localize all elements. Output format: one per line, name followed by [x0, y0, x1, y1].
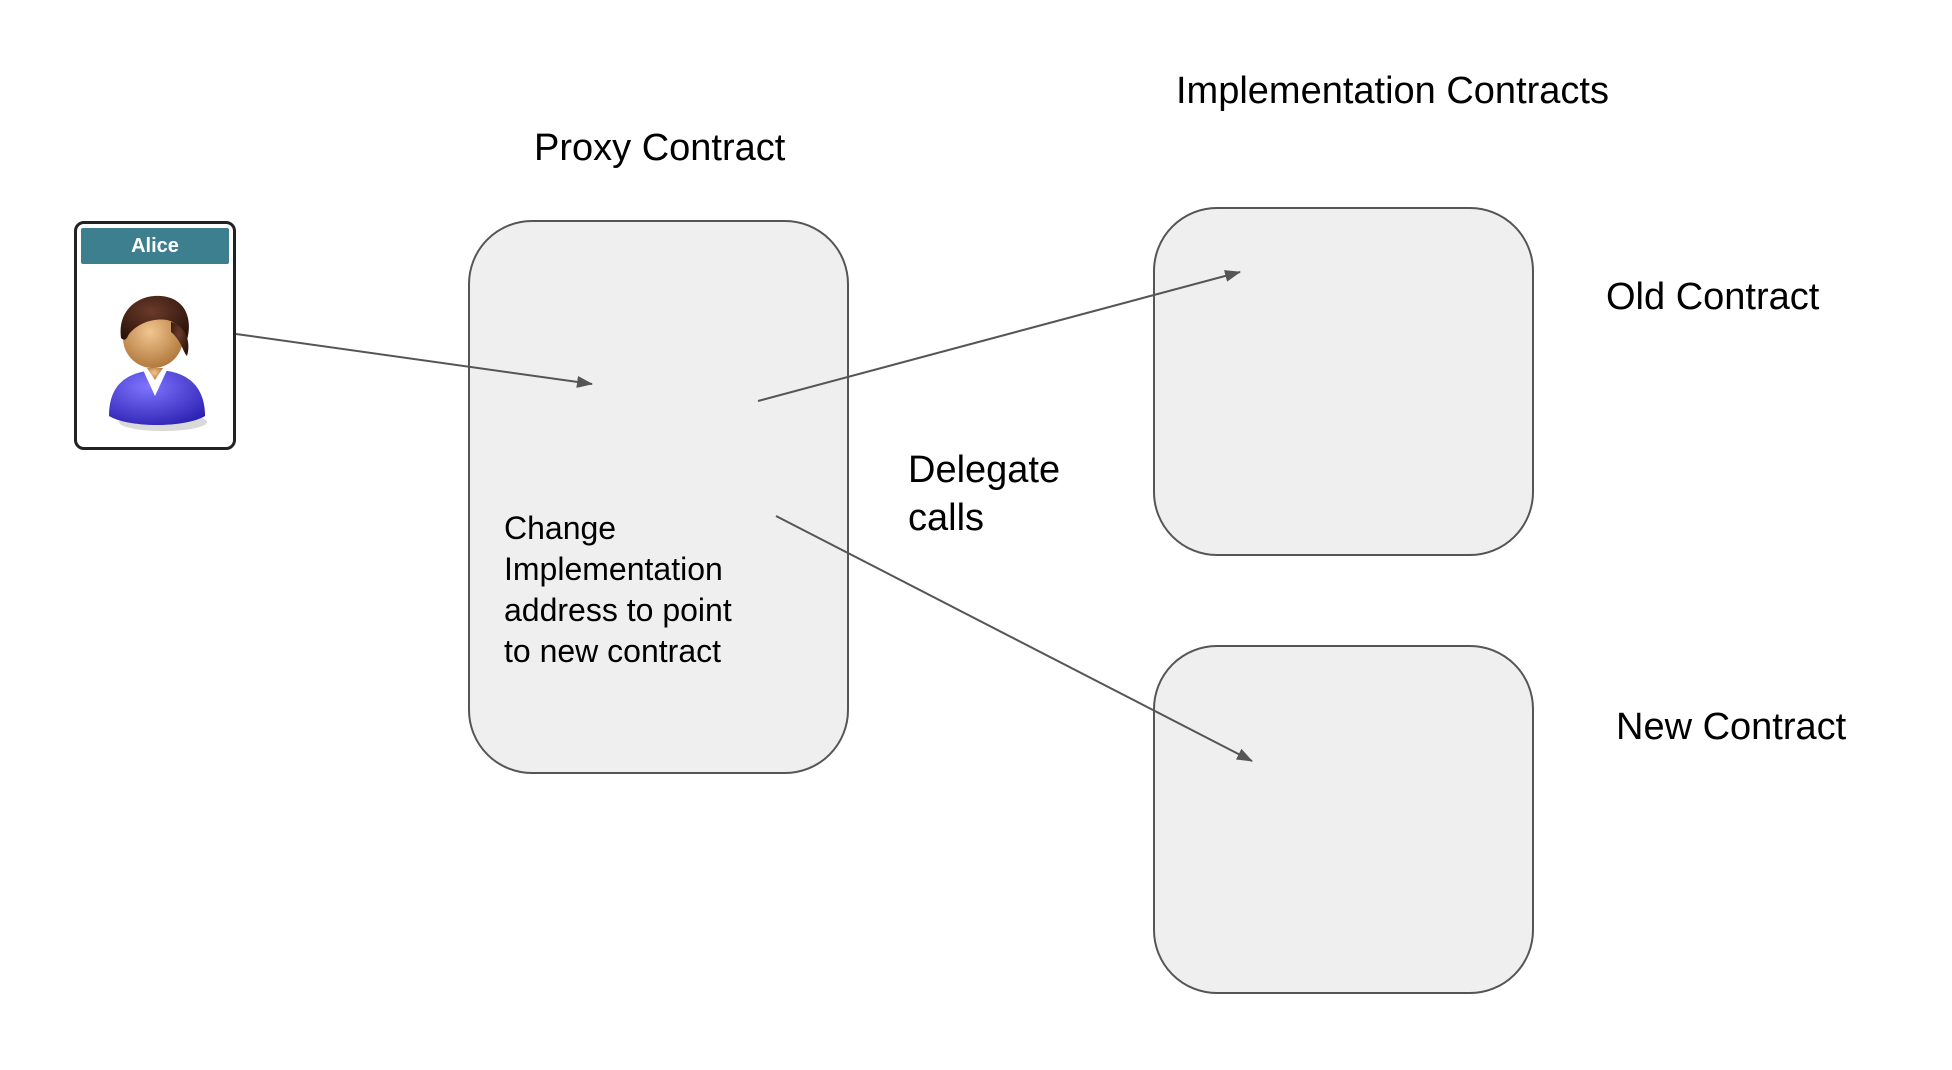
- delegate-calls-line: calls: [908, 497, 985, 539]
- delegate-calls-line: Delegate: [908, 449, 1061, 491]
- actor-name: Alice: [81, 228, 229, 264]
- proxy-contract-heading: Proxy Contract: [534, 127, 786, 169]
- proxy-note-line: address to point: [504, 592, 732, 628]
- new-contract-box: [1153, 645, 1534, 994]
- actor-alice: Alice: [74, 221, 236, 450]
- proxy-change-note: Change Implementation address to point t…: [504, 508, 764, 672]
- person-icon: [109, 295, 207, 431]
- delegate-calls-label: Delegate calls: [908, 446, 1060, 542]
- new-contract-label: New Contract: [1616, 706, 1847, 748]
- old-contract-box: [1153, 207, 1534, 556]
- implementation-contracts-heading: Implementation Contracts: [1176, 70, 1609, 112]
- proxy-contract-box: Change Implementation address to point t…: [468, 220, 849, 774]
- proxy-note-line: Change: [504, 510, 617, 546]
- proxy-note-line: Implementation: [504, 551, 723, 587]
- old-contract-label: Old Contract: [1606, 276, 1820, 318]
- proxy-note-line: to new contract: [504, 633, 721, 669]
